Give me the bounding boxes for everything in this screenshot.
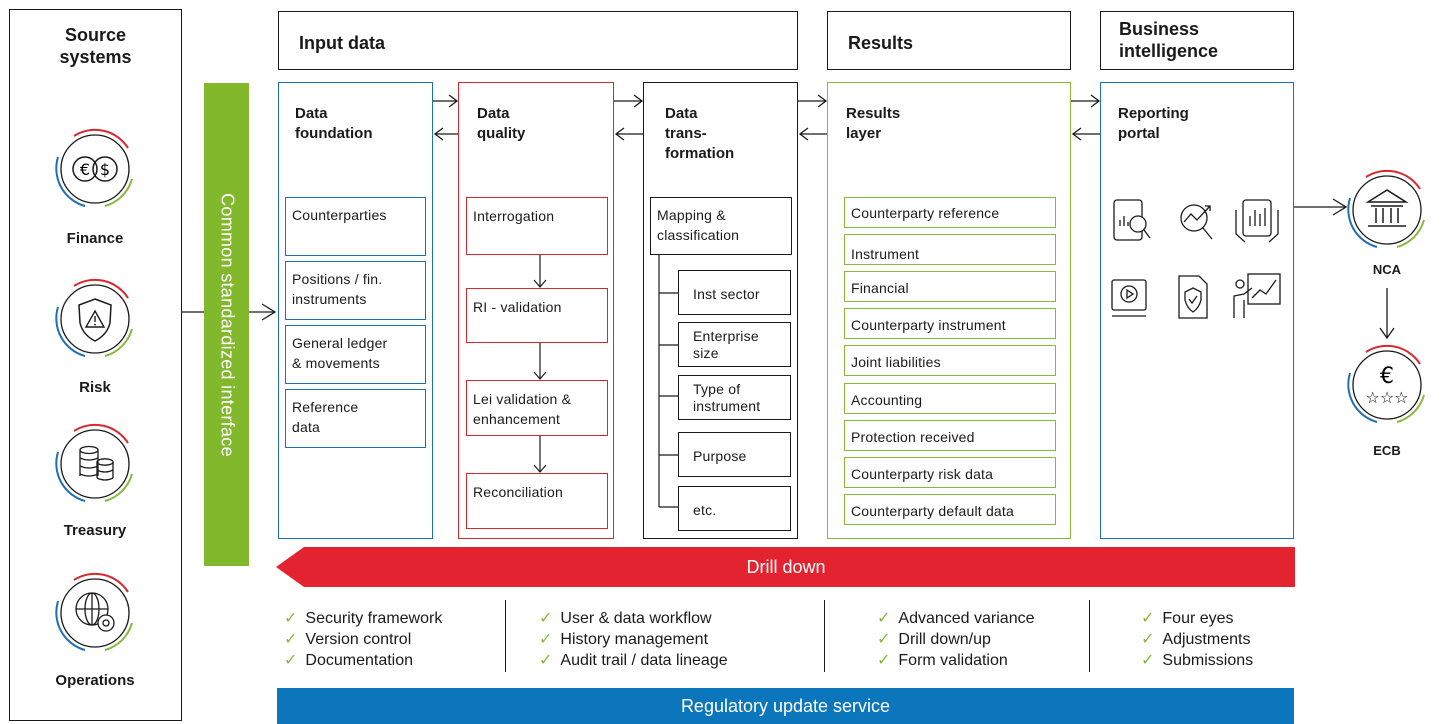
- data-foundation-item[interactable]: General ledger & movements: [285, 325, 426, 384]
- feature-item: ✓Form validation: [877, 652, 1008, 669]
- feature-item: ✓Drill down/up: [877, 631, 991, 648]
- shield-warning-icon: [55, 278, 133, 357]
- transformation-results-arrows: [798, 94, 828, 141]
- finance-source: € $: [3, 127, 188, 232]
- common-interface-bar: Common standardized interface: [204, 83, 249, 566]
- drill-down-label: Drill down: [746, 556, 826, 577]
- business-intelligence-header: Business intelligence: [1100, 11, 1294, 70]
- tablet-analytics-icon: [1113, 199, 1151, 241]
- regulatory-update-bar: Regulatory update service: [277, 688, 1294, 724]
- feature-item: ✓Adjustments: [1141, 631, 1251, 648]
- quality-transformation-arrows: [614, 94, 644, 141]
- transformation-tree-lines: [658, 255, 679, 508]
- data-quality-item[interactable]: RI - validation: [466, 288, 608, 343]
- svg-text:☆☆☆: ☆☆☆: [1365, 388, 1408, 407]
- feature-item: ✓Four eyes: [1141, 610, 1234, 627]
- video-player-icon: [1111, 279, 1147, 317]
- feature-divider: [1089, 600, 1090, 672]
- feature-item: ✓Security framework: [284, 610, 443, 627]
- feature-group: ✓Four eyes ✓Adjustments ✓Submissions: [1141, 608, 1253, 671]
- data-foundation-item[interactable]: Positions / fin. instruments: [285, 261, 426, 320]
- input-data-header: Input data: [278, 11, 798, 70]
- source-label-treasury: Treasury: [63, 522, 127, 539]
- data-quality-item[interactable]: Reconciliation: [466, 473, 608, 529]
- feature-item: ✓Submissions: [1141, 652, 1254, 669]
- results-item[interactable]: Counterparty risk data: [844, 457, 1056, 488]
- feature-item: ✓User & data workflow: [539, 610, 712, 627]
- source-systems-panel: [9, 9, 182, 721]
- results-item[interactable]: Financial: [844, 271, 1056, 302]
- data-foundation-title: Data foundation: [295, 105, 373, 142]
- results-item[interactable]: Joint liabilities: [844, 345, 1056, 376]
- results-item[interactable]: Counterparty default data: [844, 494, 1056, 525]
- svg-text:$: $: [100, 160, 110, 179]
- nca-label: NCA: [1372, 262, 1402, 277]
- results-item[interactable]: Accounting: [844, 383, 1056, 414]
- document-shield-icon: [1178, 275, 1208, 319]
- feature-item: ✓History management: [539, 631, 709, 648]
- data-transformation-title: Data trans- formation: [665, 105, 735, 162]
- coin-stacks-icon: [55, 423, 133, 502]
- treasury-source: [3, 422, 188, 527]
- transformation-item[interactable]: Inst sector: [678, 270, 791, 315]
- mapping-classification-box[interactable]: Mapping & classification: [650, 197, 792, 255]
- feature-divider: [824, 600, 825, 672]
- feature-group: ✓Security framework ✓Version control ✓Do…: [284, 608, 442, 671]
- reporting-to-nca-arrow: [1294, 198, 1348, 216]
- data-quality-item[interactable]: Lei validation & enhancement: [466, 380, 608, 436]
- feature-item: ✓Documentation: [284, 652, 414, 669]
- results-item[interactable]: Instrument: [844, 234, 1056, 265]
- svg-text:€: €: [1380, 364, 1394, 389]
- data-quality-title: Data quality: [477, 105, 526, 142]
- risk-source: [3, 277, 188, 382]
- data-foundation-item[interactable]: Reference data: [285, 389, 426, 448]
- transformation-item[interactable]: Enterprise size: [678, 322, 791, 367]
- source-systems-title: Source systems: [59, 25, 132, 67]
- bank-building-icon: [1347, 169, 1425, 248]
- feature-item: ✓Audit trail / data lineage: [539, 652, 728, 669]
- results-item[interactable]: Counterparty reference: [844, 197, 1056, 228]
- source-label-finance: Finance: [66, 230, 124, 247]
- quality-flow-arrows: [533, 255, 547, 473]
- nca-to-ecb-arrow: [1379, 288, 1395, 340]
- hands-chart-icon: [1235, 199, 1279, 243]
- feature-group: ✓User & data workflow ✓History managemen…: [539, 608, 728, 671]
- currency-exchange-icon: € $: [55, 128, 133, 207]
- transformation-item[interactable]: Purpose: [678, 432, 791, 477]
- data-quality-item[interactable]: Interrogation: [466, 197, 608, 255]
- feature-item: ✓Version control: [284, 631, 412, 648]
- feature-item: ✓Advanced variance: [877, 610, 1035, 627]
- feature-group: ✓Advanced variance ✓Drill down/up ✓Form …: [877, 608, 1035, 671]
- data-foundation-item[interactable]: Counterparties: [285, 197, 426, 256]
- source-label-operations: Operations: [55, 672, 135, 689]
- results-layer-title: Results layer: [846, 105, 901, 142]
- operations-source: [3, 571, 188, 676]
- transformation-item[interactable]: Type of instrument: [678, 375, 791, 420]
- euro-stars-icon: € ☆☆☆: [1347, 344, 1425, 423]
- magnify-trend-icon: [1180, 204, 1213, 240]
- feature-divider: [505, 600, 506, 672]
- reporting-icons: [1111, 199, 1281, 319]
- results-item[interactable]: Protection received: [844, 420, 1056, 451]
- transformation-item[interactable]: etc.: [678, 486, 791, 531]
- ecb-label: ECB: [1373, 443, 1401, 458]
- results-item[interactable]: Counterparty instrument: [844, 308, 1056, 339]
- svg-text:€: €: [80, 160, 90, 179]
- presenter-chart-icon: [1233, 273, 1281, 318]
- globe-gear-icon: [55, 572, 133, 651]
- foundation-quality-arrows: [433, 94, 459, 141]
- common-interface-label: Common standardized interface: [217, 192, 237, 457]
- reporting-portal-title: Reporting portal: [1118, 105, 1189, 142]
- results-reporting-arrows: [1071, 94, 1101, 141]
- drill-down-bar: [276, 547, 1295, 587]
- source-label-risk: Risk: [79, 379, 111, 396]
- results-header: Results: [827, 11, 1071, 70]
